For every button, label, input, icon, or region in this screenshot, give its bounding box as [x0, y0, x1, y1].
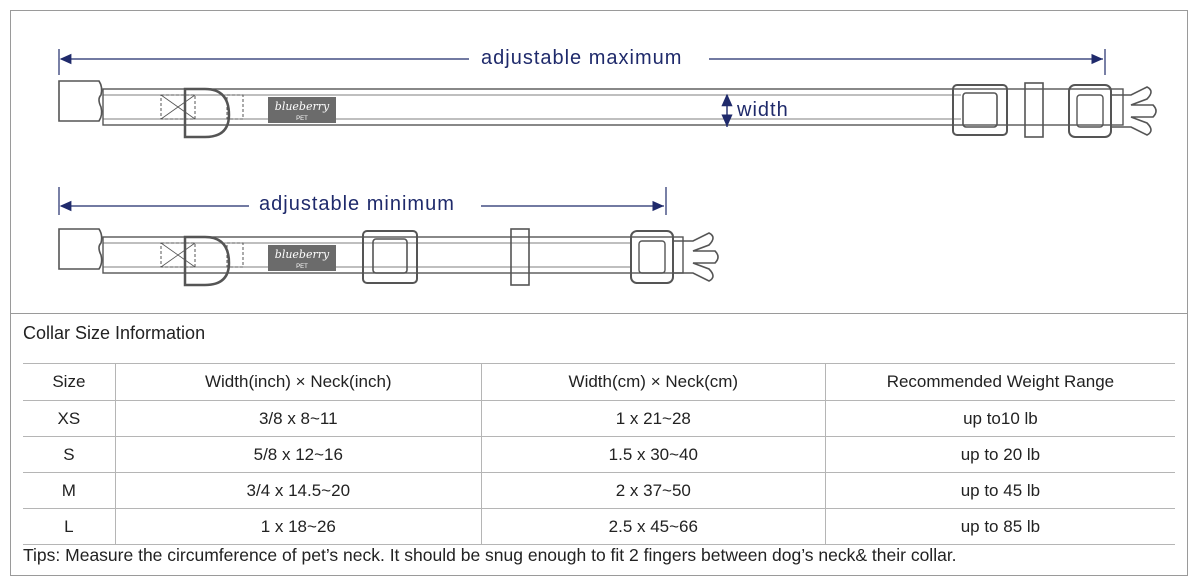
table-header-row: Size Width(inch) × Neck(inch) Width(cm) … — [23, 363, 1175, 401]
cell-inch: 3/8 x 8~11 — [114, 400, 482, 437]
adjustable-maximum-label: adjustable maximum — [481, 47, 683, 69]
size-table: Size Width(inch) × Neck(inch) Width(cm) … — [23, 363, 1175, 545]
cell-weight: up to10 lb — [824, 400, 1175, 437]
cell-size: S — [23, 436, 116, 473]
width-label: width — [737, 99, 789, 121]
header-cm: Width(cm) × Neck(cm) — [480, 363, 826, 401]
table-title: Collar Size Information — [23, 323, 206, 343]
collar-diagram-svg: blueberry PET — [58, 49, 1157, 287]
min-dimension-arrow — [58, 187, 667, 215]
divider — [11, 313, 1187, 314]
table-row: M 3/4 x 14.5~20 2 x 37~50 up to 45 lb — [23, 472, 1175, 509]
cell-size: M — [23, 472, 116, 509]
header-inch: Width(inch) × Neck(inch) — [114, 363, 482, 401]
cell-size: L — [23, 508, 116, 545]
cell-weight: up to 85 lb — [824, 508, 1175, 545]
collar-diagram: blueberry PET — [11, 11, 1187, 313]
cell-inch: 1 x 18~26 — [114, 508, 482, 545]
brand-text: blueberry — [275, 248, 330, 261]
brand-label-max: blueberry PET — [268, 97, 336, 123]
tips-text: Tips: Measure the circumference of pet’s… — [23, 545, 957, 565]
cell-weight: up to 45 lb — [824, 472, 1175, 509]
brand-sub-text: PET — [296, 264, 308, 270]
max-collar — [58, 80, 1157, 139]
cell-cm: 2 x 37~50 — [480, 472, 826, 509]
cell-inch: 3/4 x 14.5~20 — [114, 472, 482, 509]
cell-cm: 1.5 x 30~40 — [480, 436, 826, 473]
brand-text: blueberry — [275, 100, 330, 113]
table-row: XS 3/8 x 8~11 1 x 21~28 up to10 lb — [23, 400, 1175, 437]
header-size: Size — [23, 363, 116, 401]
adjustable-minimum-label: adjustable minimum — [259, 193, 455, 215]
table-row: S 5/8 x 12~16 1.5 x 30~40 up to 20 lb — [23, 436, 1175, 473]
cell-cm: 1 x 21~28 — [480, 400, 826, 437]
cell-size: XS — [23, 400, 116, 437]
min-collar — [58, 228, 719, 287]
table-row: L 1 x 18~26 2.5 x 45~66 up to 85 lb — [23, 508, 1175, 545]
max-dimension-arrow — [58, 49, 1106, 75]
brand-sub-text: PET — [296, 116, 308, 122]
size-chart-frame: blueberry PET — [10, 10, 1188, 576]
cell-weight: up to 20 lb — [824, 436, 1175, 473]
brand-label-min: blueberry PET — [268, 245, 336, 271]
header-weight: Recommended Weight Range — [824, 363, 1175, 401]
cell-cm: 2.5 x 45~66 — [480, 508, 826, 545]
cell-inch: 5/8 x 12~16 — [114, 436, 482, 473]
